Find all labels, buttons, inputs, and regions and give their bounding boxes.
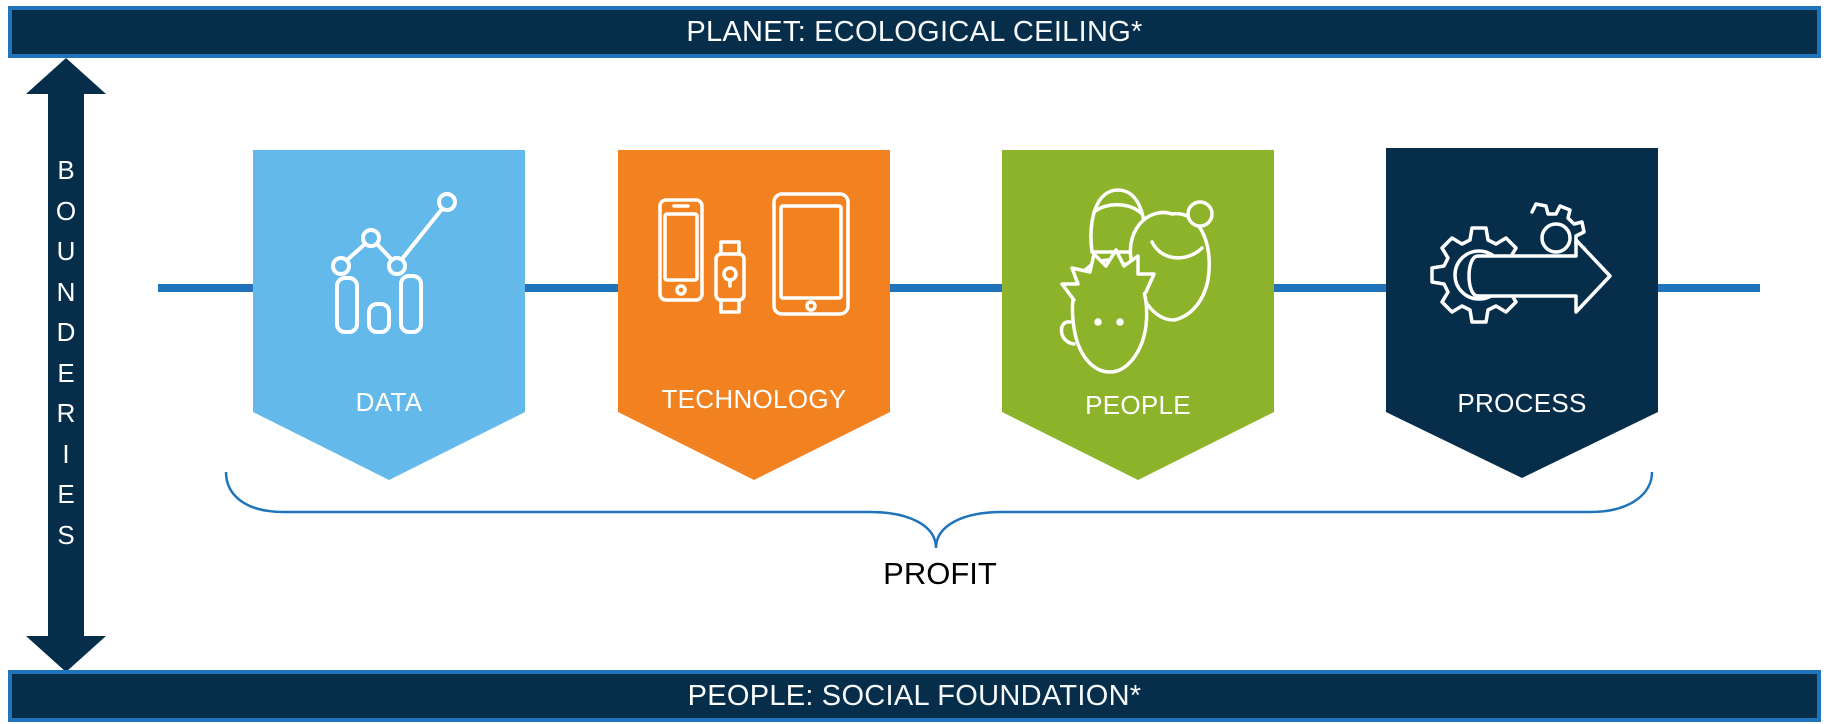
- technology-label: TECHNOLOGY: [661, 384, 847, 414]
- technology-card-shape: [618, 150, 890, 480]
- people-card: PEOPLE: [1002, 150, 1274, 480]
- top-band-bold: PLANET:: [686, 15, 807, 48]
- boundaries-letter: O: [55, 195, 77, 226]
- process-icon: [1430, 202, 1612, 324]
- devices-icon: [658, 192, 850, 316]
- data-card: DATA: [253, 150, 525, 480]
- chart-icon: [331, 192, 457, 334]
- technology-card: TECHNOLOGY: [618, 150, 890, 480]
- bottom-band-light: SOCIAL FOUNDATION*: [821, 679, 1142, 712]
- bottom-band: PEOPLE: SOCIAL FOUNDATION*: [8, 670, 1821, 722]
- boundaries-letter: R: [56, 398, 76, 428]
- curly-brace: [224, 471, 1654, 549]
- boundaries-label: B O U N D E R I E S: [40, 150, 92, 555]
- data-label: DATA: [355, 387, 423, 417]
- boundaries-letter: N: [56, 276, 76, 307]
- process-label: PROCESS: [1457, 388, 1587, 418]
- process-card: PROCESS: [1386, 148, 1658, 478]
- boundaries-letter: I: [62, 438, 70, 469]
- people-icon: [1059, 188, 1214, 374]
- profit-label: PROFIT: [883, 556, 997, 591]
- boundaries-letter: S: [57, 519, 75, 550]
- people-label: PEOPLE: [1085, 390, 1191, 420]
- process-card-shape: [1386, 148, 1658, 478]
- boundaries-letter: B: [57, 155, 75, 185]
- top-band-light: ECOLOGICAL CEILING*: [814, 15, 1143, 48]
- boundaries-letter: E: [57, 357, 75, 388]
- double-arrow-icon: [26, 58, 106, 672]
- boundaries-letter: D: [56, 317, 76, 347]
- connector-line: [158, 284, 1760, 292]
- boundaries-letter: E: [57, 479, 75, 509]
- top-band: PLANET: ECOLOGICAL CEILING*: [8, 6, 1821, 58]
- bottom-band-bold: PEOPLE:: [687, 679, 814, 712]
- boundaries-letter: U: [56, 236, 76, 266]
